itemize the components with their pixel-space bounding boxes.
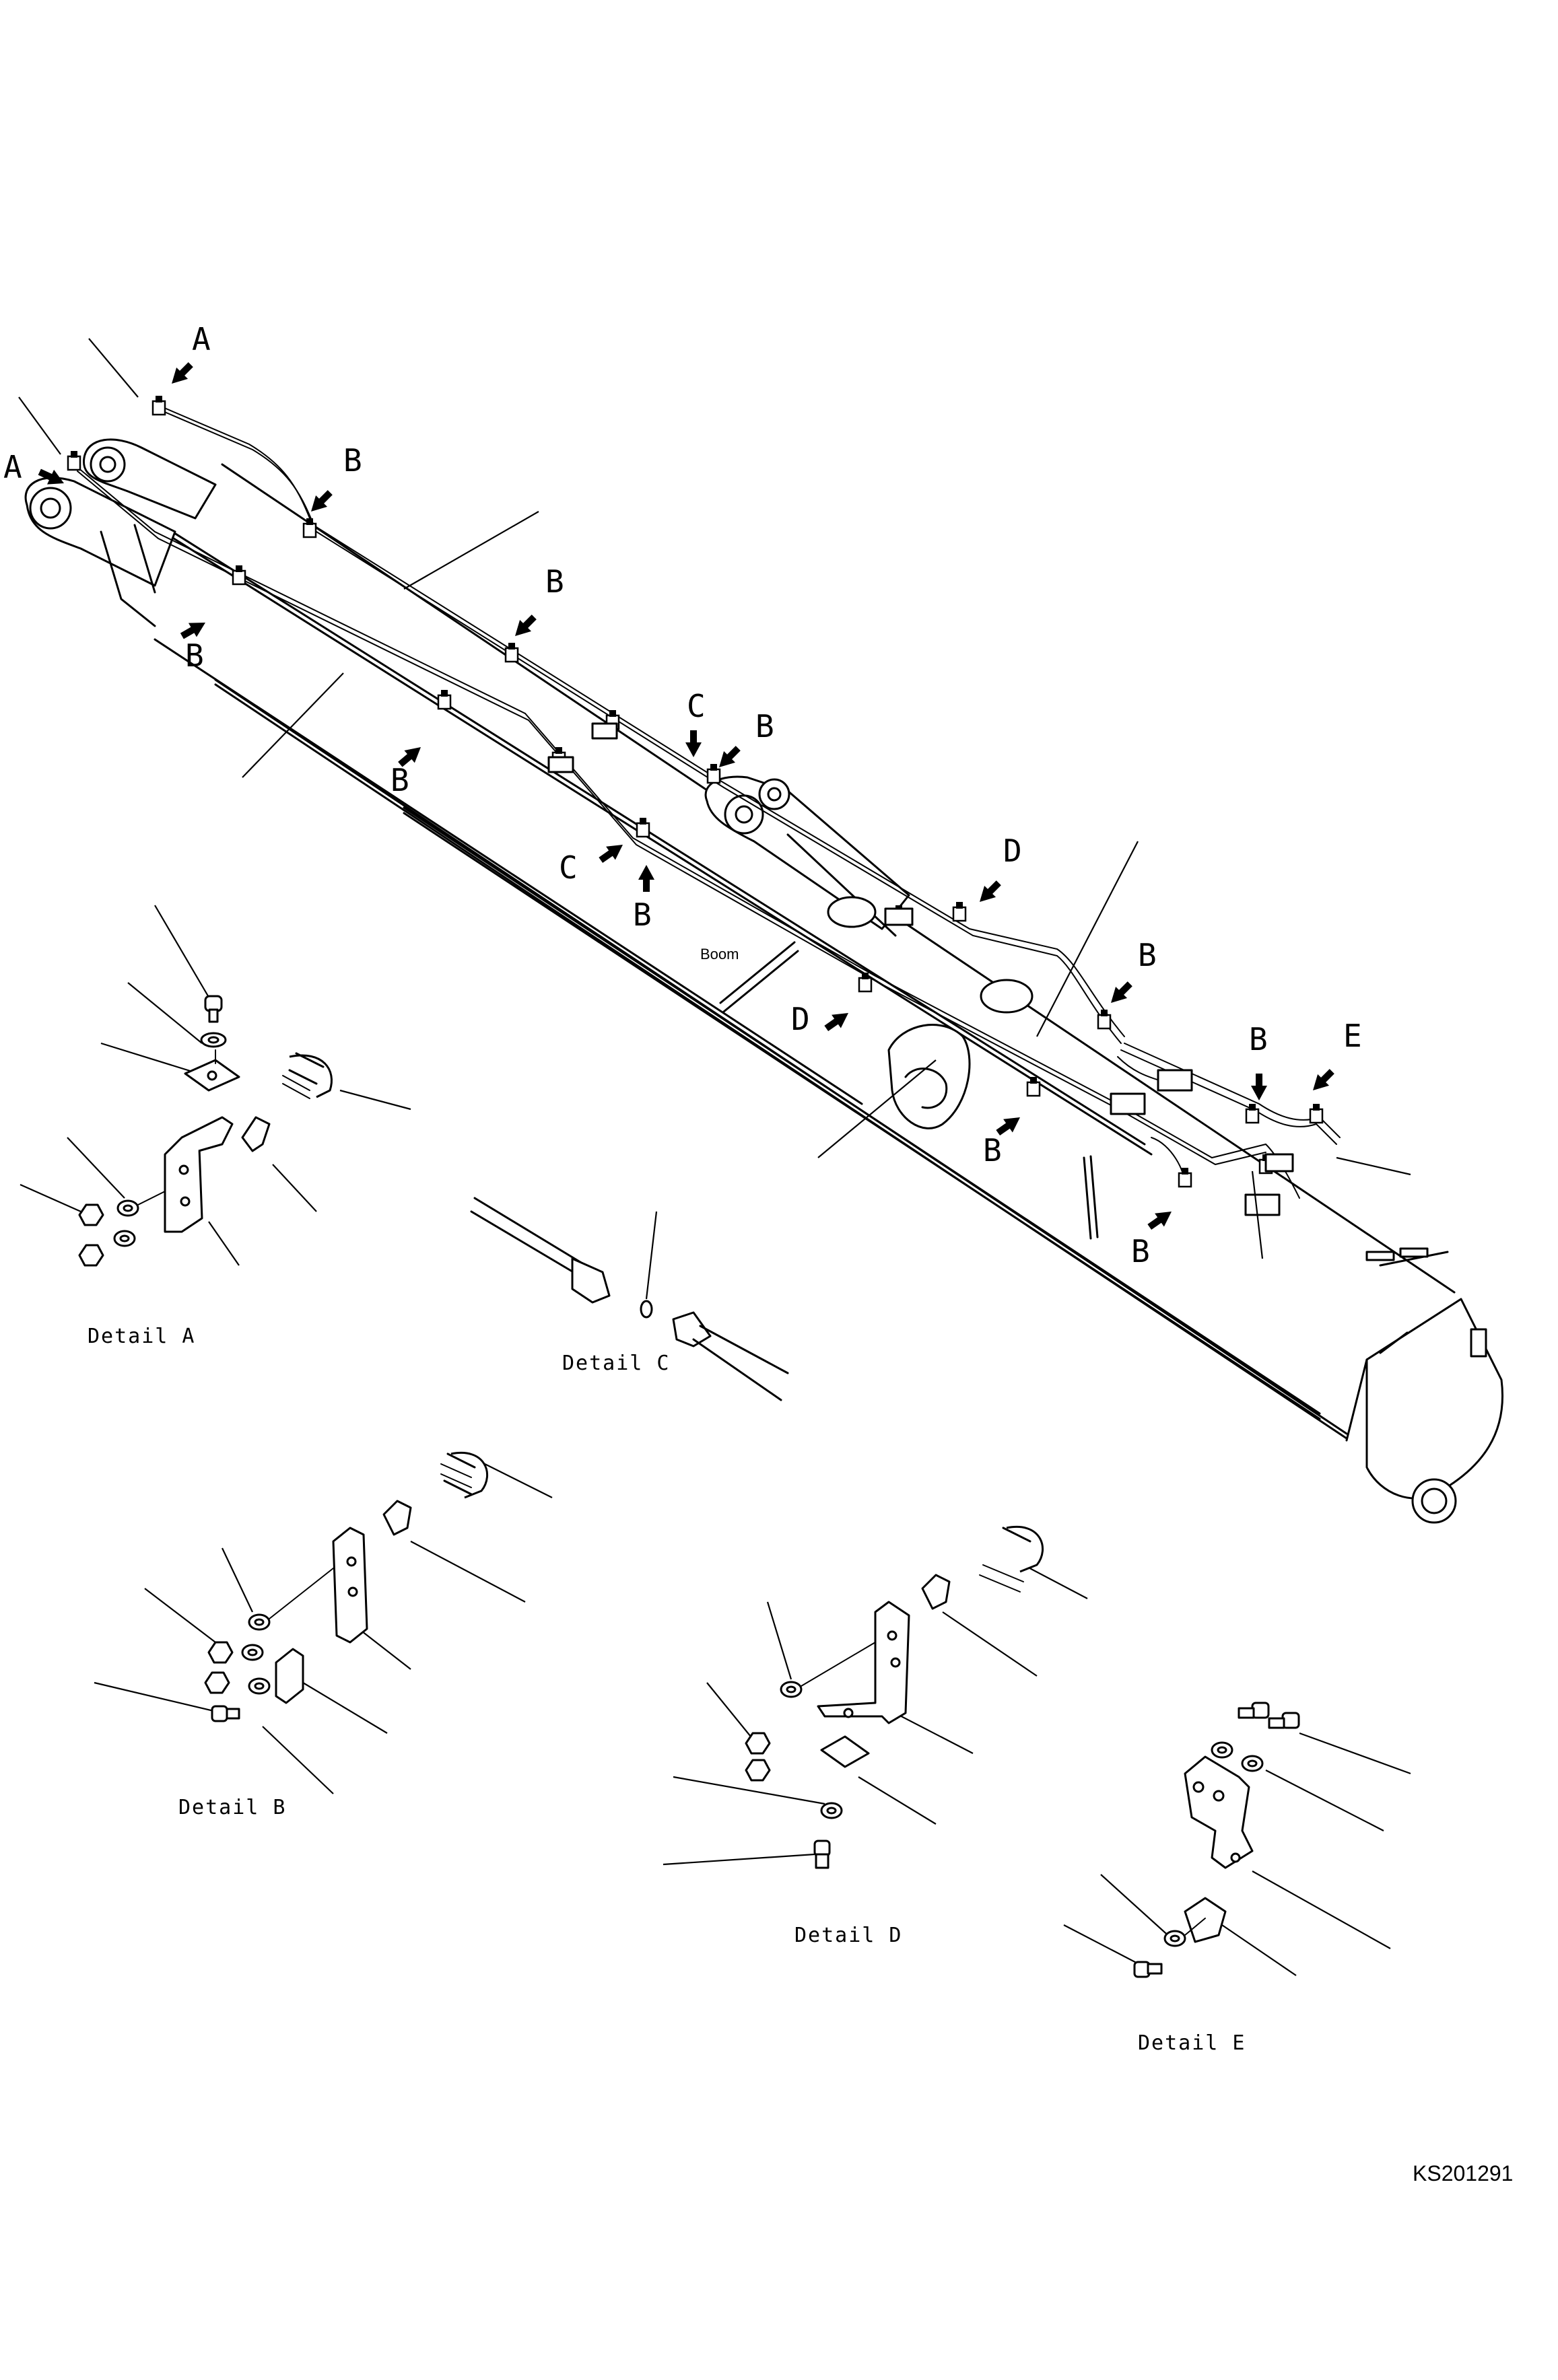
detail-d: Detail D: [663, 1526, 1088, 1947]
callout-b-2: B: [185, 637, 204, 674]
clamp-icon: [1097, 1008, 1112, 1030]
boom-structure: [24, 438, 1503, 1524]
clamp-icon: [504, 641, 519, 663]
clamp-icon: [706, 763, 721, 784]
detail-a: Detail A: [20, 905, 411, 1348]
callout-b-7: B: [1138, 937, 1157, 973]
detail-e: Detail E: [1063, 1702, 1411, 2055]
clamp-icon: [232, 564, 246, 586]
clamp-icon: [1309, 1102, 1324, 1124]
arrow-icon: [305, 487, 336, 518]
callout-a-left: A: [3, 449, 22, 485]
callout-labels: A A B B B B C B C B D B D B B E B: [3, 321, 1362, 1269]
arrow-icon: [821, 1006, 853, 1035]
arrow-icon: [1105, 978, 1136, 1009]
clamp-icon: [67, 450, 81, 471]
arrow-icon: [638, 865, 654, 892]
main-leaders: [18, 338, 1411, 1259]
arrow-icon: [1307, 1065, 1338, 1096]
detail-b-label: Detail B: [178, 1796, 287, 1819]
arrow-icon: [1145, 1205, 1176, 1234]
detail-c-label: Detail C: [562, 1352, 671, 1375]
pipe-clamps: [67, 394, 1324, 1216]
detail-a-label: Detail A: [88, 1325, 196, 1348]
clamp-icon: [1026, 1076, 1041, 1097]
callout-d-1: D: [1003, 833, 1022, 869]
detail-d-label: Detail D: [794, 1924, 903, 1947]
clamp-icon: [636, 816, 650, 838]
callout-b-8: B: [983, 1132, 1002, 1168]
arrow-icon: [974, 877, 1005, 908]
arrow-icon: [509, 611, 540, 642]
drawing-code: KS201291: [1413, 2161, 1513, 2185]
arrow-icon: [166, 359, 197, 390]
callout-b-4: B: [391, 762, 409, 798]
callout-c-1: C: [687, 688, 706, 724]
clamp-icon: [952, 901, 967, 922]
arrow-icon: [596, 838, 628, 867]
callout-e: E: [1343, 1018, 1362, 1054]
detail-e-label: Detail E: [1138, 2031, 1246, 2055]
detail-c: Detail C: [470, 1197, 789, 1401]
arrow-icon: [685, 730, 702, 757]
callout-b-6: B: [633, 897, 652, 933]
callout-d-2: D: [791, 1001, 810, 1037]
clamp-icon: [151, 394, 166, 416]
boom-label: Boom: [700, 946, 739, 963]
arrow-icon: [1251, 1074, 1267, 1100]
callout-b-9: B: [1249, 1021, 1268, 1057]
callout-b-3: B: [545, 563, 564, 600]
clamp-icon: [437, 689, 452, 710]
clamp-icon: [1178, 1166, 1192, 1188]
callout-b-5: B: [755, 708, 774, 744]
callout-b-1: B: [343, 442, 362, 479]
detail-b: Detail B: [94, 1452, 553, 1819]
callout-b-10: B: [1131, 1233, 1150, 1269]
callout-c-2: C: [559, 849, 578, 886]
clamp-icon: [858, 971, 873, 993]
callout-a-top: A: [192, 321, 211, 357]
arrow-icon: [713, 742, 744, 773]
